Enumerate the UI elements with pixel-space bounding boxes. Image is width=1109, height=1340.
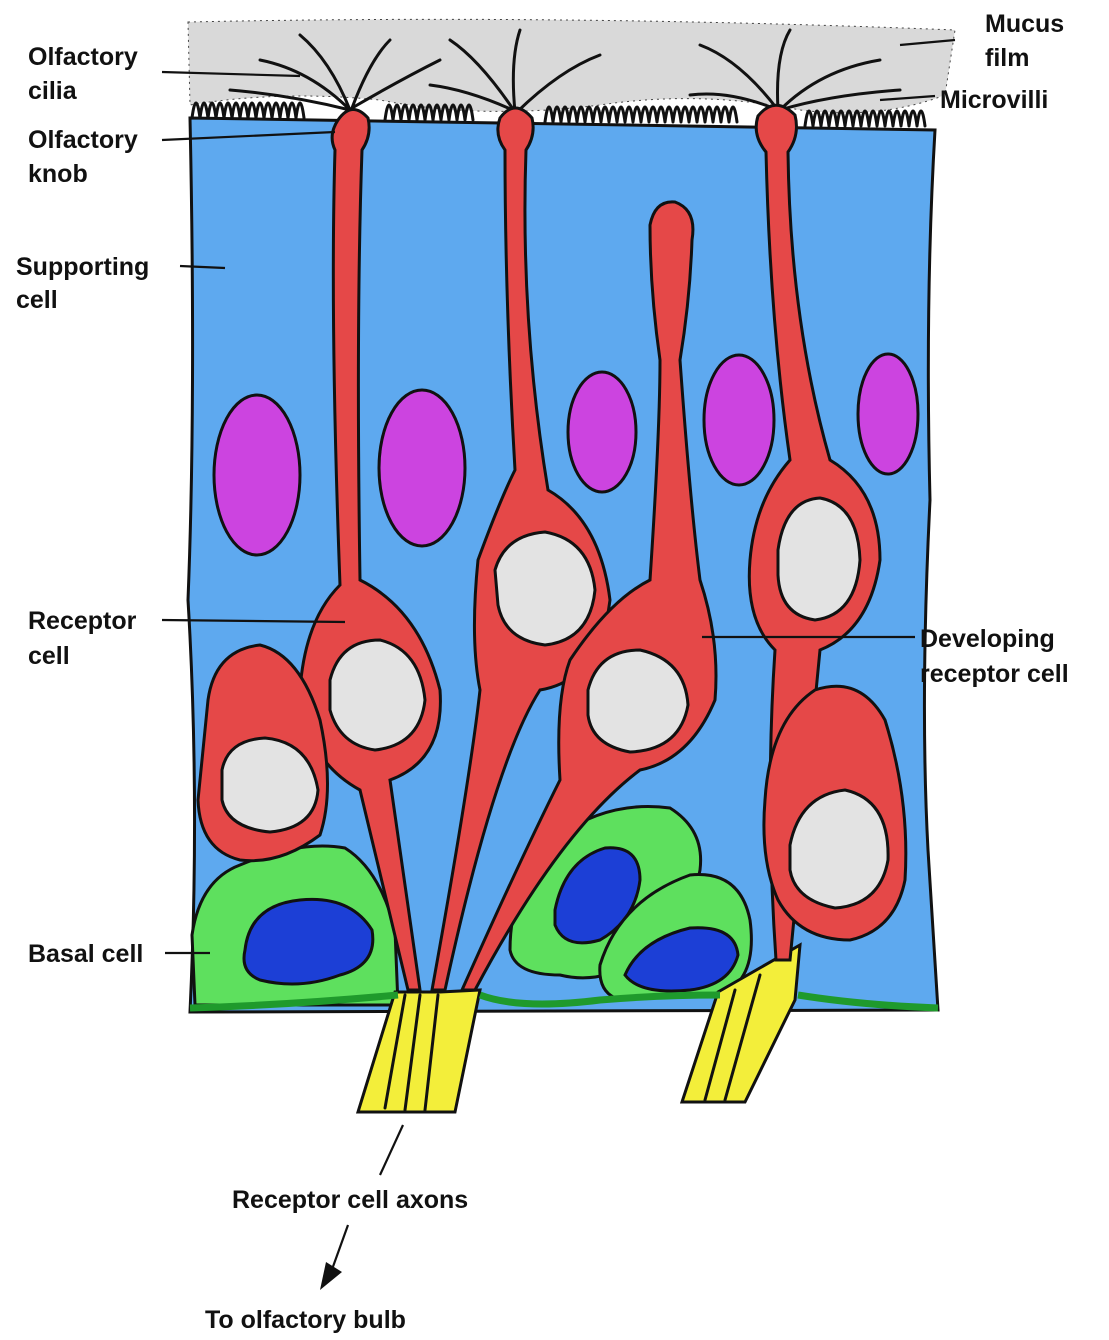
label-receptor-cell-axons: Receptor cell axons	[232, 1186, 468, 1214]
label-developing-receptor-cell: receptor cell	[920, 660, 1069, 688]
label-basal-cell: Basal cell	[28, 940, 143, 968]
receptor-nucleus	[778, 498, 860, 620]
label-microvilli: Microvilli	[940, 86, 1048, 114]
label-olfactory-knob: Olfactory	[28, 126, 138, 154]
receptor-nucleus	[588, 650, 688, 752]
supporting-nucleus	[568, 372, 636, 492]
label-supporting-cell: Supporting	[16, 253, 149, 281]
label-receptor-cell: Receptor	[28, 607, 137, 635]
basal-nucleus	[244, 899, 373, 984]
label-receptor-cell: cell	[28, 642, 70, 670]
label-developing-receptor-cell: Developing	[920, 625, 1055, 653]
receptor-nucleus	[495, 532, 595, 645]
label-olfactory-cilia: Olfactory	[28, 43, 138, 71]
label-supporting-cell: cell	[16, 286, 58, 314]
label-olfactory-knob: knob	[28, 160, 88, 188]
label-mucus-film: film	[985, 44, 1029, 72]
supporting-nucleus	[214, 395, 300, 555]
supporting-nucleus	[704, 355, 774, 485]
supporting-nucleus	[858, 354, 918, 474]
label-to-olfactory-bulb: To olfactory bulb	[205, 1306, 406, 1334]
label-mucus-film: Mucus	[985, 10, 1064, 38]
supporting-nucleus	[379, 390, 465, 546]
label-olfactory-cilia: cilia	[28, 77, 78, 105]
